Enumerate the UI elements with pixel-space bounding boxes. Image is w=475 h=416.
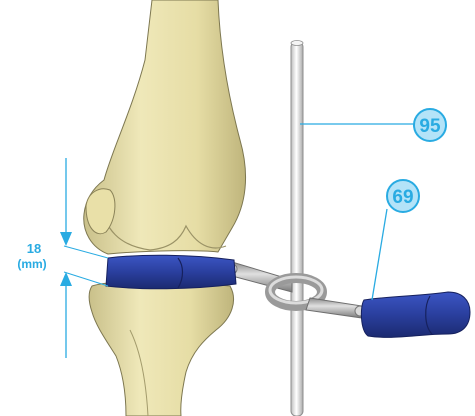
callout-95-number: 95 [419, 116, 441, 137]
dimension-arrow-down [60, 232, 72, 246]
alignment-rod-top [291, 41, 303, 46]
dimension-value: 18 [27, 241, 41, 256]
tibia-bone [89, 282, 234, 416]
callout-69-leader [372, 209, 387, 300]
connector-arm-right [306, 298, 362, 318]
alignment-rod [291, 42, 303, 416]
dimension-unit: (mm) [17, 257, 46, 271]
callout-69-number: 69 [392, 187, 413, 208]
knee-spacer-band [106, 255, 236, 289]
paddle-component [361, 292, 470, 337]
